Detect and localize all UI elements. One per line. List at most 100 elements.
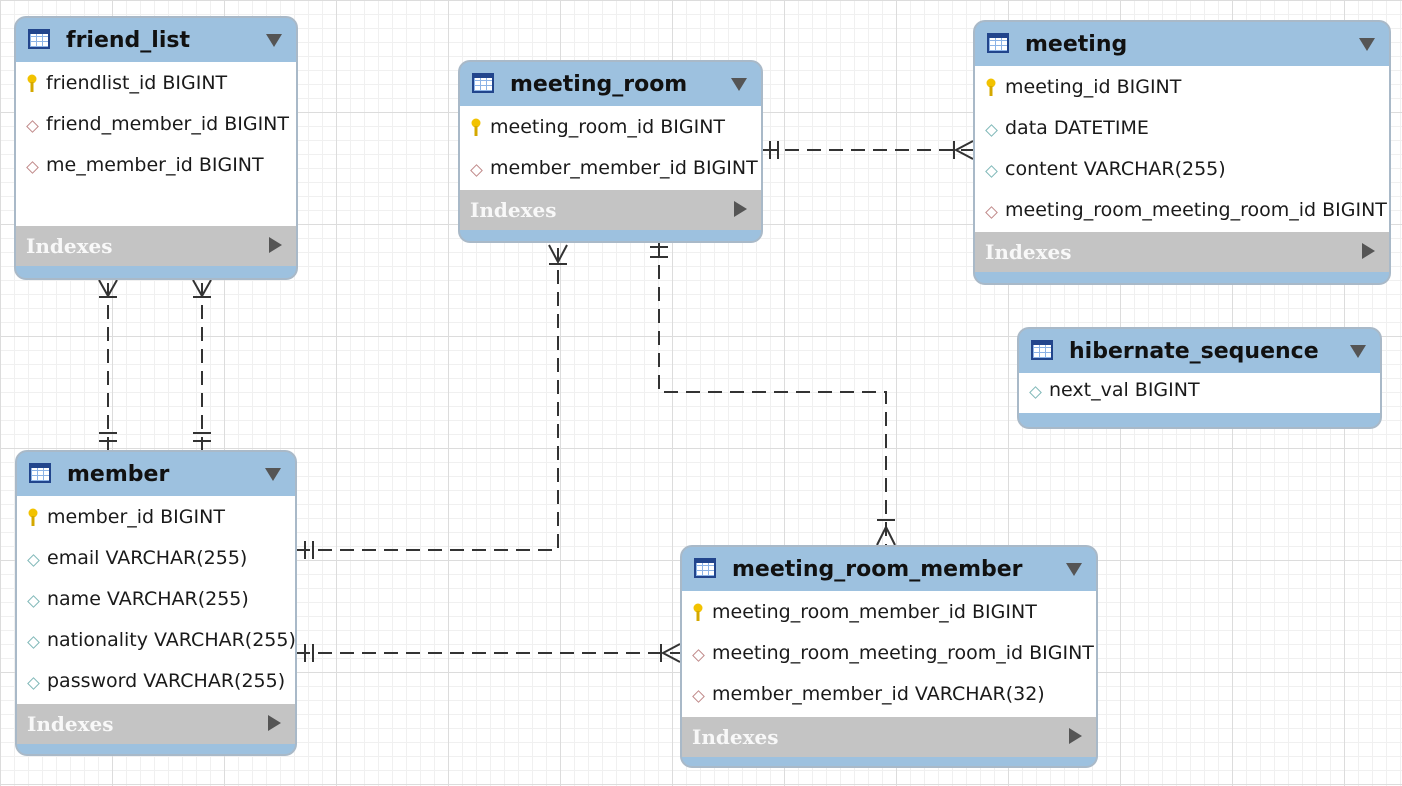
table-header[interactable]: meeting_room	[460, 62, 761, 106]
table-header[interactable]: member	[17, 452, 295, 496]
column-label: content VARCHAR(255)	[1005, 158, 1226, 180]
column-row[interactable]: me_member_id BIGINT	[16, 148, 296, 189]
column-row[interactable]: member_member_id VARCHAR(32)	[682, 677, 1096, 718]
primary-key-icon	[693, 603, 703, 621]
table-icon	[472, 73, 494, 93]
foreign-key-diamond-icon	[26, 120, 39, 133]
column-row[interactable]: password VARCHAR(255)	[17, 664, 295, 705]
indexes-bar[interactable]: Indexes	[975, 232, 1389, 272]
column-row[interactable]: meeting_room_id BIGINT	[460, 110, 761, 151]
table-title: meeting_room_member	[732, 557, 1023, 582]
column-diamond-icon	[27, 554, 40, 567]
expand-arrow-icon[interactable]	[268, 715, 281, 731]
column-row[interactable]: friendlist_id BIGINT	[16, 66, 296, 107]
crows-foot-marker	[98, 279, 118, 299]
primary-key-icon	[28, 508, 38, 526]
table-hibernate-sequence[interactable]: hibernate_sequence next_val BIGINT	[1017, 327, 1382, 429]
table-icon	[694, 558, 716, 578]
table-header[interactable]: meeting	[975, 22, 1389, 66]
column-label: member_member_id VARCHAR(32)	[712, 683, 1045, 705]
collapse-triangle-icon[interactable]	[1350, 345, 1366, 358]
expand-arrow-icon[interactable]	[1069, 728, 1082, 744]
column-label: meeting_room_meeting_room_id BIGINT	[1005, 199, 1387, 221]
table-meeting-room[interactable]: meeting_room meeting_room_id BIGINT memb…	[458, 60, 763, 243]
column-row[interactable]: meeting_id BIGINT	[975, 70, 1389, 111]
one-marker	[304, 541, 314, 559]
crows-foot-marker	[876, 519, 896, 546]
table-icon	[1031, 340, 1053, 360]
foreign-key-diamond-icon	[985, 206, 998, 219]
crows-foot-marker	[660, 643, 681, 663]
collapse-triangle-icon[interactable]	[731, 78, 747, 91]
collapse-triangle-icon[interactable]	[1066, 563, 1082, 576]
one-marker	[769, 141, 779, 159]
expand-arrow-icon[interactable]	[1362, 243, 1375, 259]
column-label: meeting_room_member_id BIGINT	[712, 601, 1037, 623]
column-row[interactable]: member_member_id BIGINT	[460, 151, 761, 192]
column-label: meeting_room_id BIGINT	[490, 116, 726, 138]
column-label: nationality VARCHAR(255)	[47, 629, 296, 651]
column-row[interactable]: name VARCHAR(255)	[17, 582, 295, 623]
indexes-label: Indexes	[27, 712, 114, 736]
column-row[interactable]: nationality VARCHAR(255)	[17, 623, 295, 664]
column-label: email VARCHAR(255)	[47, 547, 248, 569]
crows-foot-marker	[548, 244, 568, 265]
table-title: friend_list	[66, 28, 190, 53]
column-list: next_val BIGINT	[1019, 373, 1380, 413]
column-row[interactable]: member_id BIGINT	[17, 500, 295, 541]
crows-foot-marker	[953, 140, 974, 160]
indexes-label: Indexes	[470, 198, 557, 222]
column-diamond-icon	[27, 677, 40, 690]
foreign-key-diamond-icon	[26, 161, 39, 174]
table-header[interactable]: hibernate_sequence	[1019, 329, 1380, 373]
relationship-meeting-room-meeting-room-member[interactable]	[658, 243, 887, 545]
column-row[interactable]: next_val BIGINT	[1019, 373, 1380, 414]
crows-foot-marker	[192, 279, 212, 299]
one-marker	[193, 432, 211, 442]
column-row[interactable]: friend_member_id BIGINT	[16, 107, 296, 148]
column-row[interactable]: content VARCHAR(255)	[975, 152, 1389, 193]
primary-key-icon	[471, 118, 481, 136]
column-label: next_val BIGINT	[1049, 379, 1200, 401]
table-title: meeting_room	[510, 72, 688, 97]
column-diamond-icon	[27, 595, 40, 608]
table-member[interactable]: member member_id BIGINT email VARCHAR(25…	[15, 450, 297, 756]
indexes-bar[interactable]: Indexes	[17, 704, 295, 744]
expand-arrow-icon[interactable]	[269, 237, 282, 253]
column-diamond-icon	[27, 636, 40, 649]
column-row[interactable]: meeting_room_meeting_room_id BIGINT	[975, 193, 1389, 234]
table-header[interactable]: meeting_room_member	[682, 547, 1096, 591]
column-list: member_id BIGINT email VARCHAR(255) name…	[17, 496, 295, 704]
collapse-triangle-icon[interactable]	[266, 34, 282, 47]
collapse-triangle-icon[interactable]	[1359, 38, 1375, 51]
column-row[interactable]: meeting_room_member_id BIGINT	[682, 595, 1096, 636]
column-label: friend_member_id BIGINT	[46, 113, 290, 135]
column-label: password VARCHAR(255)	[47, 670, 286, 692]
foreign-key-diamond-icon	[470, 164, 483, 177]
table-icon	[29, 463, 51, 483]
column-list: meeting_room_id BIGINT member_member_id …	[460, 106, 761, 190]
column-list: meeting_id BIGINT data DATETIME content …	[975, 66, 1389, 232]
column-list: meeting_room_member_id BIGINT meeting_ro…	[682, 591, 1096, 717]
column-label: meeting_room_meeting_room_id BIGINT	[712, 642, 1094, 664]
column-row[interactable]: data DATETIME	[975, 111, 1389, 152]
indexes-bar[interactable]: Indexes	[16, 226, 296, 266]
table-title: meeting	[1025, 32, 1128, 57]
relationship-member-meeting-room[interactable]	[296, 243, 559, 551]
expand-arrow-icon[interactable]	[734, 201, 747, 217]
table-friend-list[interactable]: friend_list friendlist_id BIGINT friend_…	[14, 16, 298, 280]
table-meeting-room-member[interactable]: meeting_room_member meeting_room_member_…	[680, 545, 1098, 768]
column-row[interactable]: meeting_room_meeting_room_id BIGINT	[682, 636, 1096, 677]
column-row[interactable]: email VARCHAR(255)	[17, 541, 295, 582]
one-marker	[99, 432, 117, 442]
column-diamond-icon	[985, 165, 998, 178]
primary-key-icon	[986, 78, 996, 96]
table-title: hibernate_sequence	[1069, 339, 1319, 364]
collapse-triangle-icon[interactable]	[265, 468, 281, 481]
table-meeting[interactable]: meeting meeting_id BIGINT data DATETIME …	[973, 20, 1391, 285]
table-header[interactable]: friend_list	[16, 18, 296, 62]
indexes-bar[interactable]: Indexes	[682, 717, 1096, 757]
indexes-label: Indexes	[985, 240, 1072, 264]
indexes-bar[interactable]: Indexes	[460, 190, 761, 230]
